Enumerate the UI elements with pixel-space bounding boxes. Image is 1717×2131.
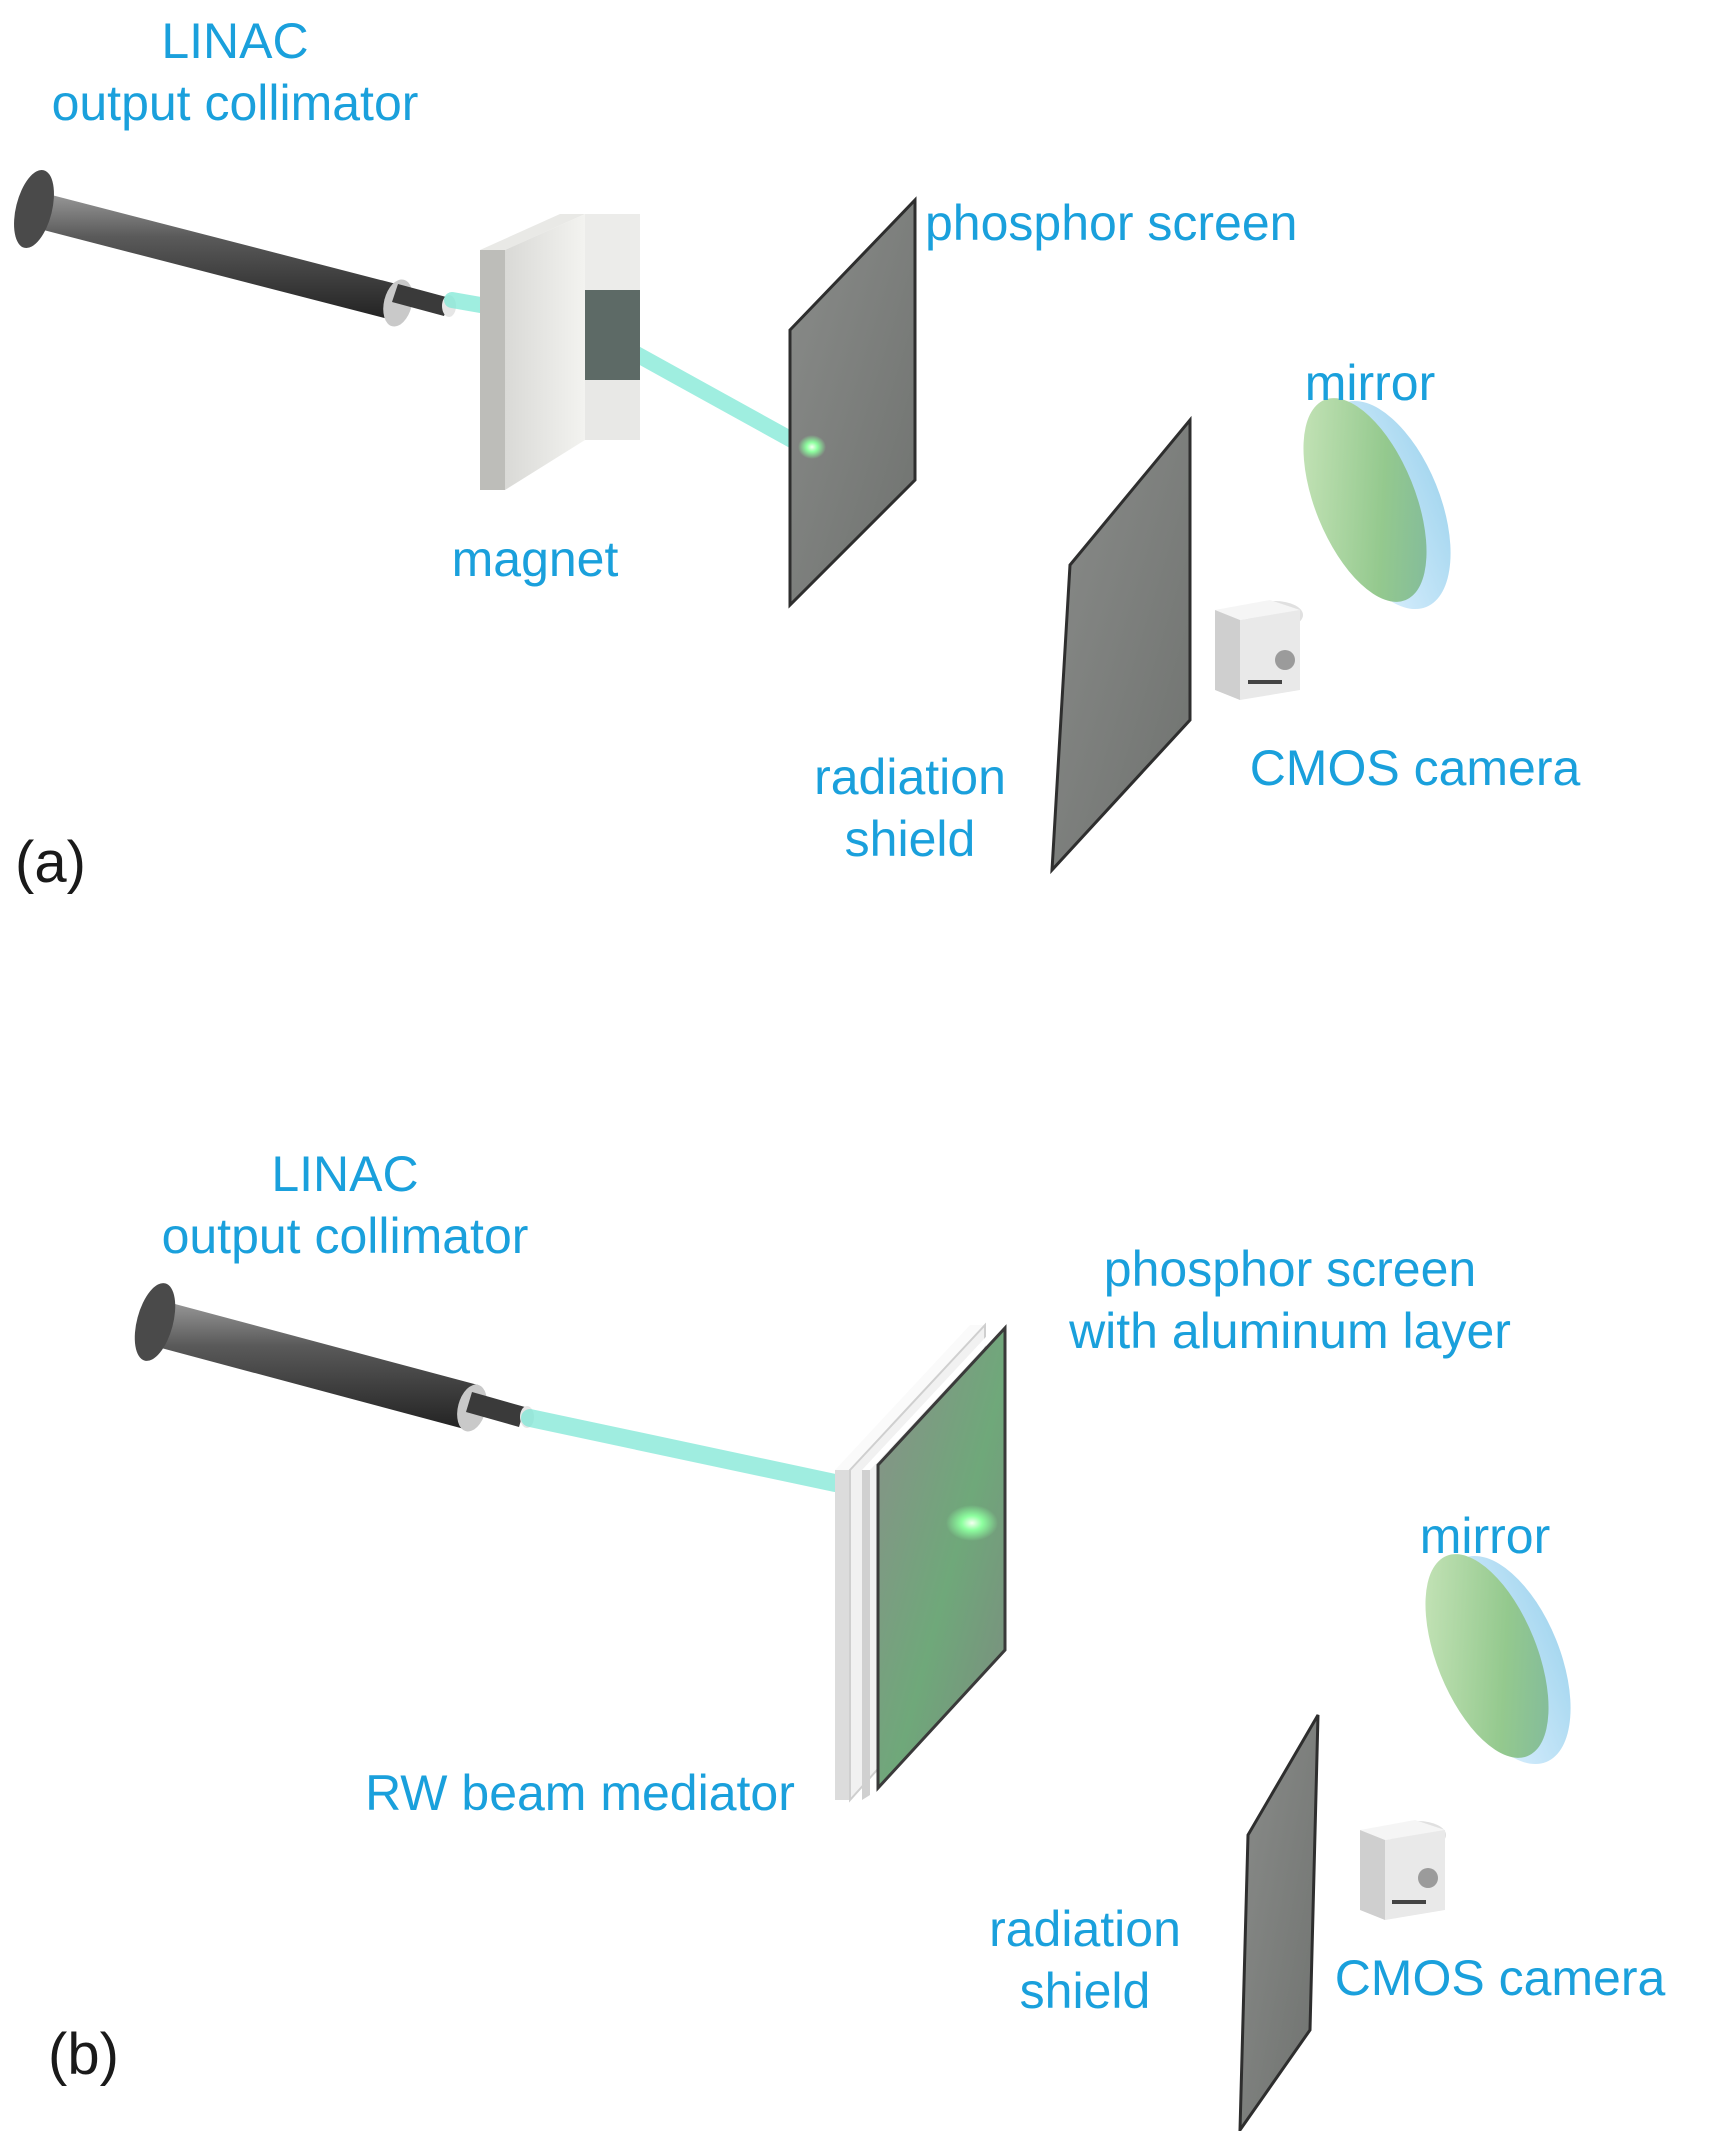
panel-tag-b: (b) [48, 2022, 119, 2087]
label-mediator: RW beam mediator [365, 1765, 795, 1821]
linac-collimator-a [14, 169, 456, 327]
mirror-b [1425, 1554, 1571, 1765]
magnet [480, 214, 640, 490]
label-linac-b-line1: LINAC [271, 1146, 419, 1202]
cmos-camera-b [1360, 1820, 1446, 1920]
label-linac-a-line2: output collimator [51, 75, 419, 131]
label-mirror-b: mirror [1419, 1508, 1551, 1564]
label-shield-a: radiation shield [814, 749, 1006, 867]
phosphor-glow-a [798, 435, 826, 459]
electron-beam-b [521, 1409, 844, 1492]
label-camera-b: CMOS camera [1334, 1950, 1666, 2006]
radiation-shield-a [1050, 415, 1192, 875]
label-mirror-a: mirror [1304, 355, 1436, 411]
label-phosphor-a: phosphor screen [925, 195, 1298, 251]
label-magnet: magnet [451, 531, 619, 587]
panel-a [14, 169, 1451, 875]
mirror-a [1303, 398, 1451, 610]
label-linac-b-line2: output collimator [161, 1208, 529, 1264]
linac-collimator-b [134, 1283, 534, 1432]
panel-tag-a: (a) [15, 830, 86, 895]
radiation-shield-b [1238, 1714, 1320, 2131]
label-linac-a: LINAC output collimator [20, 10, 450, 134]
label-linac-b: LINAC output collimator [130, 1143, 560, 1267]
label-shield-b: radiation shield [989, 1901, 1181, 2019]
label-linac-a-line1: LINAC [161, 13, 309, 69]
label-camera-a: CMOS camera [1249, 740, 1581, 796]
panel-b [134, 1283, 1571, 2131]
cmos-camera-a [1215, 600, 1303, 700]
phosphor-screen-a [788, 196, 917, 609]
phosphor-screen-aluminum [862, 1324, 1007, 1800]
label-phosphor-b: phosphor screen with aluminum layer [1069, 1241, 1511, 1359]
